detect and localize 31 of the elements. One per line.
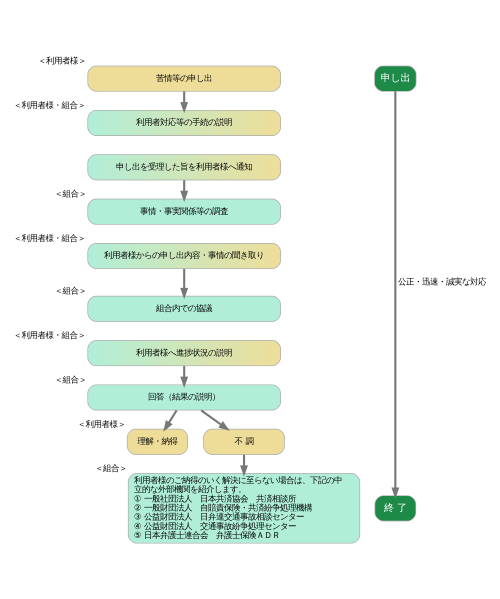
- node-box: 申し出を受理した旨を利用者様へ通知: [87, 154, 281, 180]
- arrow: [391, 90, 400, 498]
- arrow: [200, 409, 230, 430]
- node-box: 不 調: [203, 428, 285, 454]
- node-box: 組合内での協議: [87, 295, 281, 322]
- arrow: [180, 91, 188, 113]
- edge-label: 公正・迅速・誠実な対応: [398, 276, 486, 286]
- node-box: 利用者様へ進捗状況の説明: [87, 340, 281, 366]
- node-label: ＜利用者様・組合＞: [13, 330, 86, 340]
- node-label: ＜利用者様・組合＞: [13, 99, 86, 110]
- node-label: ＜利用者様＞: [77, 418, 126, 428]
- node-label: ＜組合＞: [94, 462, 127, 473]
- node-label: ＜組合＞: [54, 374, 87, 384]
- node-box: 申し出: [374, 65, 416, 92]
- arrow: [180, 366, 188, 388]
- node-label: ＜利用者様・組合＞: [13, 232, 86, 242]
- node-box: 利用者対応等の手続の説明: [87, 109, 281, 136]
- arrow: [180, 180, 188, 202]
- node-box: 事情・事実関係等の調査: [87, 198, 281, 224]
- node-label: ＜利用者様＞: [38, 55, 86, 66]
- arrow: [180, 268, 188, 299]
- node-box: 終 了: [374, 494, 416, 521]
- node-box: 回答（結果の説明）: [87, 384, 281, 410]
- node-label: ＜組合＞: [54, 285, 87, 296]
- arrow: [240, 454, 248, 476]
- node-box: 理解・納得: [126, 428, 188, 454]
- node-box: 利用者様のご納得のいく解決に至らない場合は、下記の中立的な外部機関を紹介します。 ① 一般社団法人 日本共済協会 共済相談所 ② 一般財団法人 自賠責保険・共済紛争処理機構 ③ 公益財団法人 日弁連交通事故相談センター ④ 公益財団法人 交通事故紛争処理センター ⑤ 日本弁護士連合会 弁護士保険ＡＤＲ: [128, 472, 360, 544]
- node-box: 苦情等の申し出: [87, 65, 281, 92]
- node-label: ＜組合＞: [54, 188, 87, 198]
- arrow: [163, 409, 178, 432]
- node-box: 利用者様からの申し出内容・事情の聞き取り: [87, 242, 281, 269]
